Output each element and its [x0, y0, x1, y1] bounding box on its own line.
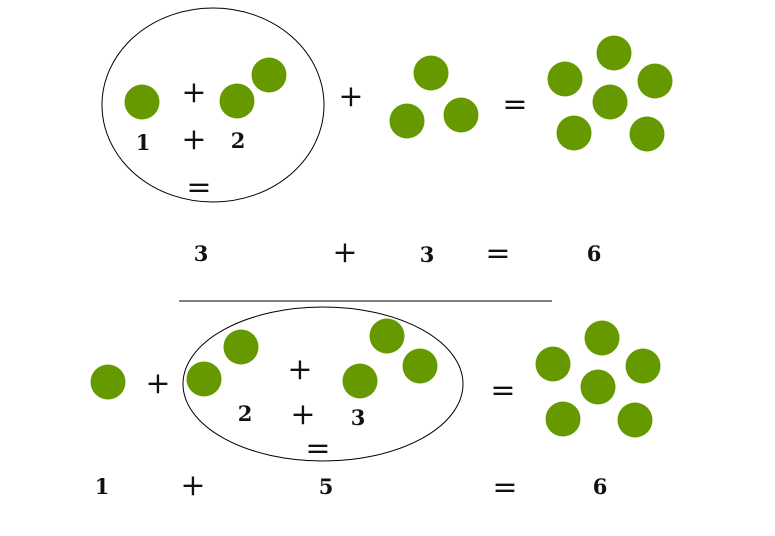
- top-group-ellipse-section: +1 +2 =: [101, 7, 325, 205]
- counter-dot-icon: [629, 116, 665, 152]
- counter-dot-icon: [547, 61, 583, 97]
- plus-sign: +: [181, 75, 206, 110]
- counter-dot-icon: [342, 363, 378, 399]
- equals-sign: =: [490, 373, 515, 408]
- counter-dot-icon: [584, 320, 620, 356]
- top-number-row: 3 +3 = 6: [194, 235, 602, 271]
- bottom-group-ellipse-section: +2 +3 =: [182, 306, 464, 466]
- number-label: 1: [136, 130, 151, 155]
- plus-sign: +: [181, 122, 206, 157]
- number-label: 6: [587, 241, 602, 266]
- plus-sign: +: [287, 352, 312, 387]
- counter-dot-icon: [443, 97, 479, 133]
- counter-dot-icon: [545, 401, 581, 437]
- counter-dot-icon: [625, 348, 661, 384]
- counter-dot-icon: [637, 63, 673, 99]
- counter-dot-icon: [535, 346, 571, 382]
- number-label: 5: [319, 474, 334, 499]
- counter-dot-icon: [556, 115, 592, 151]
- grouping-ellipse: [101, 7, 325, 203]
- number-label: 2: [238, 401, 253, 426]
- plus-sign: +: [290, 397, 315, 432]
- bottom-number-row: 1 +5 = 6: [95, 468, 608, 505]
- number-label: 3: [420, 242, 435, 267]
- counter-dot-icon: [402, 348, 438, 384]
- number-label: 1: [95, 474, 110, 499]
- counter-dot-icon: [413, 55, 449, 91]
- plus-sign: +: [332, 235, 357, 270]
- bottom-operators: +=: [145, 366, 515, 408]
- plus-sign: +: [338, 79, 363, 114]
- number-label: 3: [194, 241, 209, 266]
- plus-sign: +: [180, 468, 205, 503]
- bottom-single-counter: [90, 364, 126, 400]
- number-label: 3: [351, 405, 366, 430]
- number-label: 6: [593, 474, 608, 499]
- number-label: 2: [231, 128, 246, 153]
- counter-dot-icon: [124, 84, 160, 120]
- counter-dot-icon: [389, 103, 425, 139]
- bottom-equation: +2+3= += 1+5=6: [90, 306, 661, 505]
- counter-dot-icon: [580, 369, 616, 405]
- top-loose-counters: [389, 55, 479, 139]
- counter-dot-icon: [251, 57, 287, 93]
- counter-dot-icon: [596, 35, 632, 71]
- equals-sign: =: [492, 470, 517, 505]
- equals-sign: =: [485, 236, 510, 271]
- counter-dot-icon: [186, 361, 222, 397]
- top-operators: +=: [338, 79, 527, 122]
- top-equation: +1+2= += 3+3=6: [101, 7, 673, 271]
- grouping-ellipse: [182, 306, 464, 462]
- equals-sign: =: [502, 87, 527, 122]
- equals-sign: =: [186, 170, 211, 205]
- counter-dot-icon: [90, 364, 126, 400]
- counter-dot-icon: [219, 83, 255, 119]
- counter-dot-icon: [369, 318, 405, 354]
- equals-sign: =: [305, 431, 330, 466]
- counter-dot-icon: [223, 329, 259, 365]
- bottom-result-counters: [535, 320, 661, 438]
- plus-sign: +: [145, 366, 170, 401]
- counter-dot-icon: [617, 402, 653, 438]
- top-result-counters: [547, 35, 673, 152]
- counter-dot-icon: [592, 84, 628, 120]
